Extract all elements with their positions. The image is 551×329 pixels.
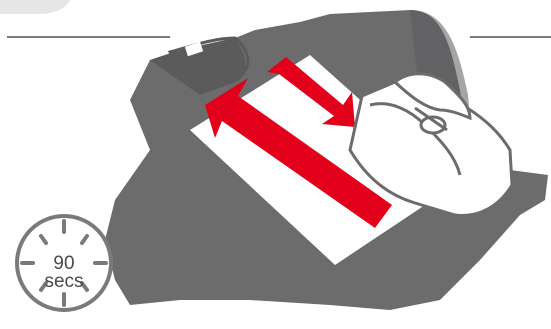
corner-tab [0,0,70,14]
timer-readout: 90 secs [41,255,87,291]
timer-unit: secs [41,273,87,291]
